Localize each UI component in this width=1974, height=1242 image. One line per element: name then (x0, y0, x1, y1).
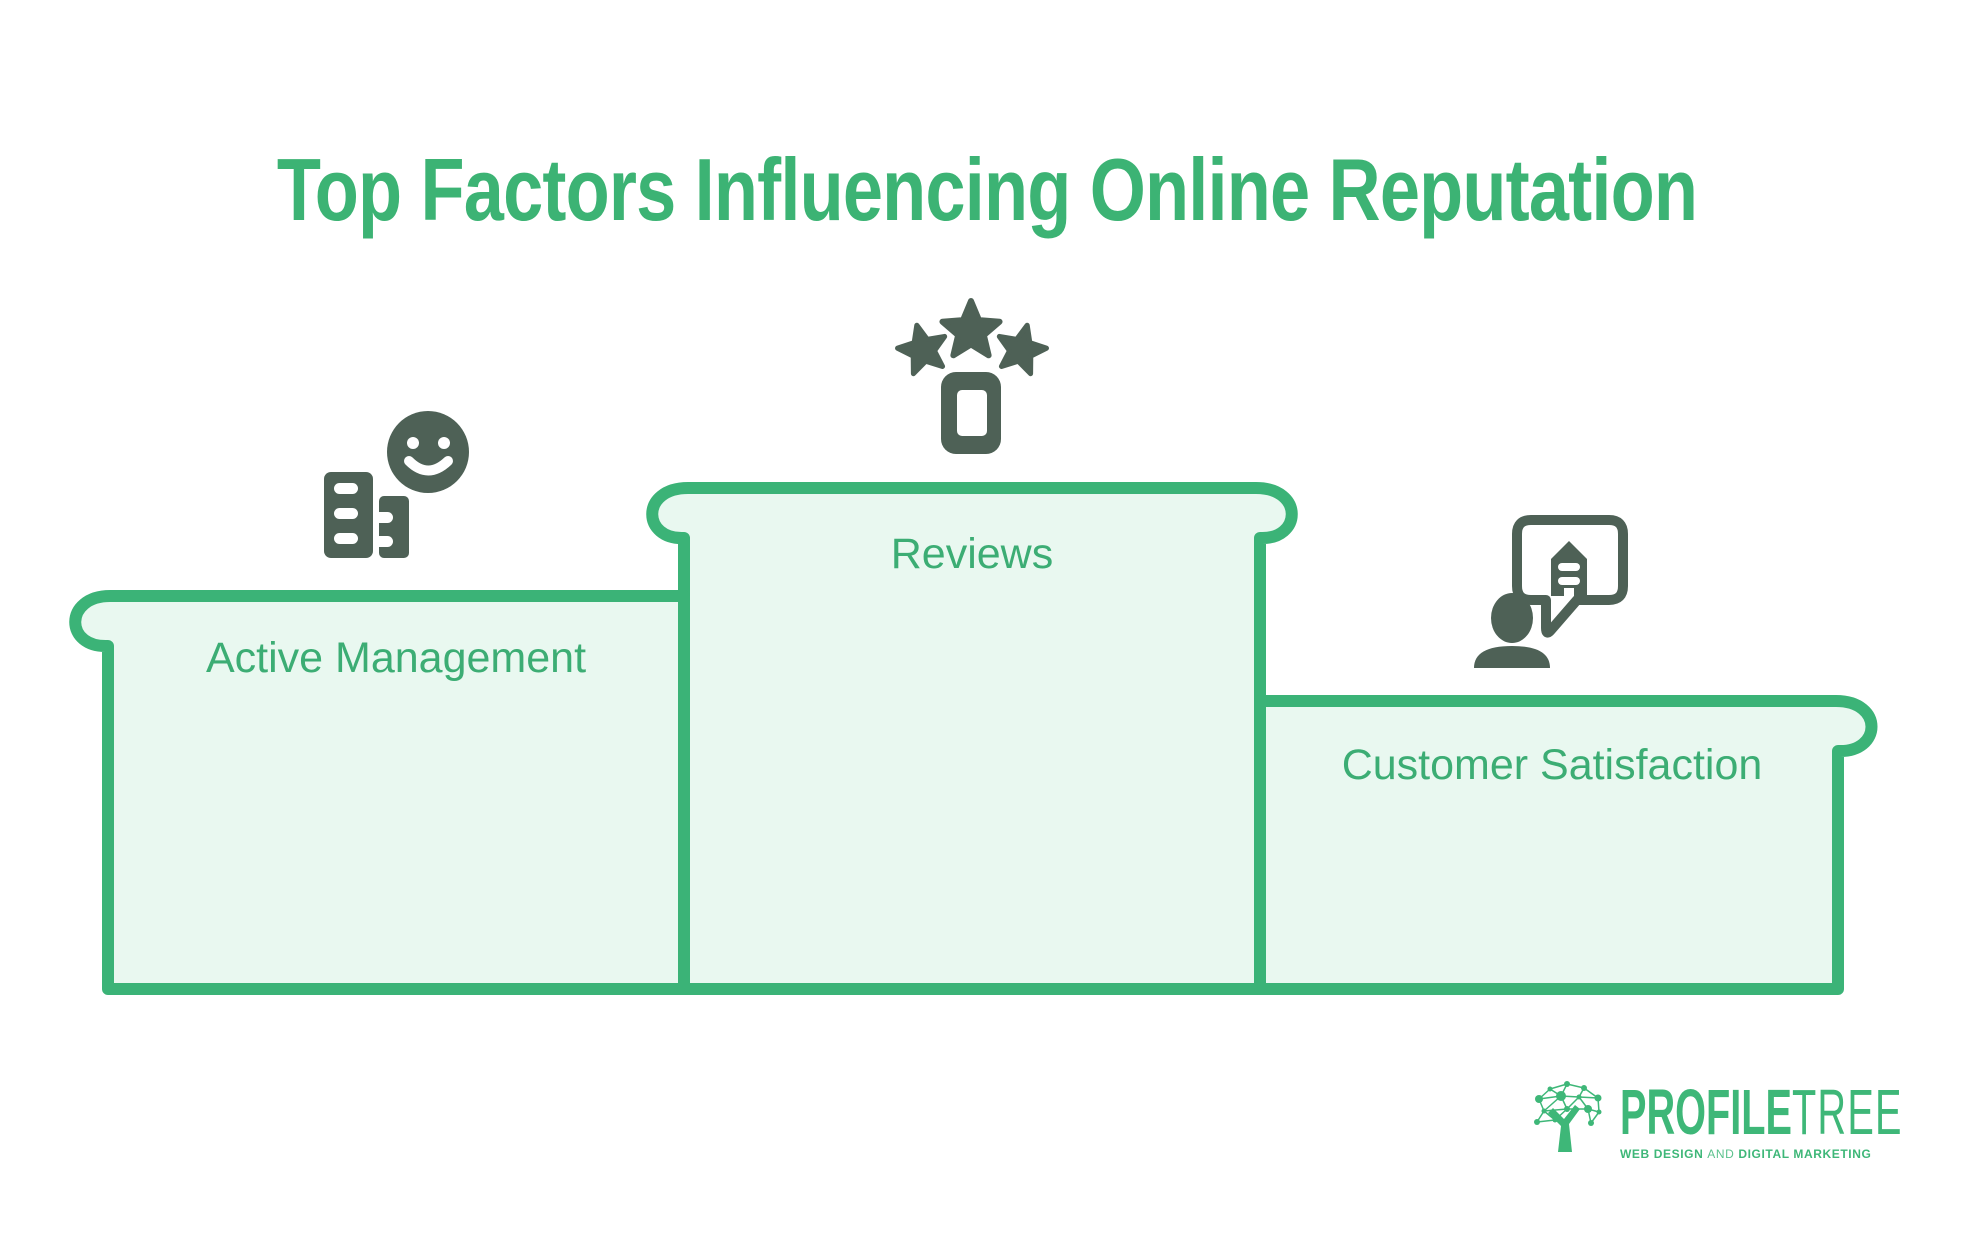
page-title-text: Top Factors Influencing Online Reputatio… (276, 140, 1698, 239)
tagline-digital-marketing: DIGITAL MARKETING (1738, 1147, 1872, 1161)
podium-panel-center (646, 482, 1298, 995)
podium-label-active-management: Active Management (206, 634, 586, 682)
profiletree-tree-icon (1534, 1081, 1602, 1152)
profiletree-logo: PROFILETREE WEB DESIGN AND DIGITAL MARKE… (1531, 1074, 1974, 1161)
office-building-smiley-icon (324, 411, 469, 558)
profiletree-tagline: WEB DESIGN AND DIGITAL MARKETING (1620, 1147, 1974, 1161)
wordmark-tree: TREE (1791, 1076, 1903, 1148)
three-stars-review-phone-icon (893, 301, 1050, 454)
customer-speech-bubble-icon (1474, 515, 1628, 668)
podium-label-reviews: Reviews (891, 530, 1054, 578)
page-title: Top Factors Influencing Online Reputatio… (0, 146, 1974, 234)
podium-label-customer-satisfaction: Customer Satisfaction (1342, 741, 1763, 789)
tagline-web-design: WEB DESIGN (1620, 1147, 1704, 1161)
profiletree-wordmark: PROFILETREE (1620, 1080, 1903, 1144)
podium-panel-left (69, 590, 690, 995)
podium-panel-right (1254, 695, 1878, 995)
profiletree-logo-text: PROFILETREE WEB DESIGN AND DIGITAL MARKE… (1620, 1080, 1974, 1161)
wordmark-profile: PROFILE (1620, 1076, 1792, 1148)
tagline-and: AND (1707, 1147, 1735, 1161)
